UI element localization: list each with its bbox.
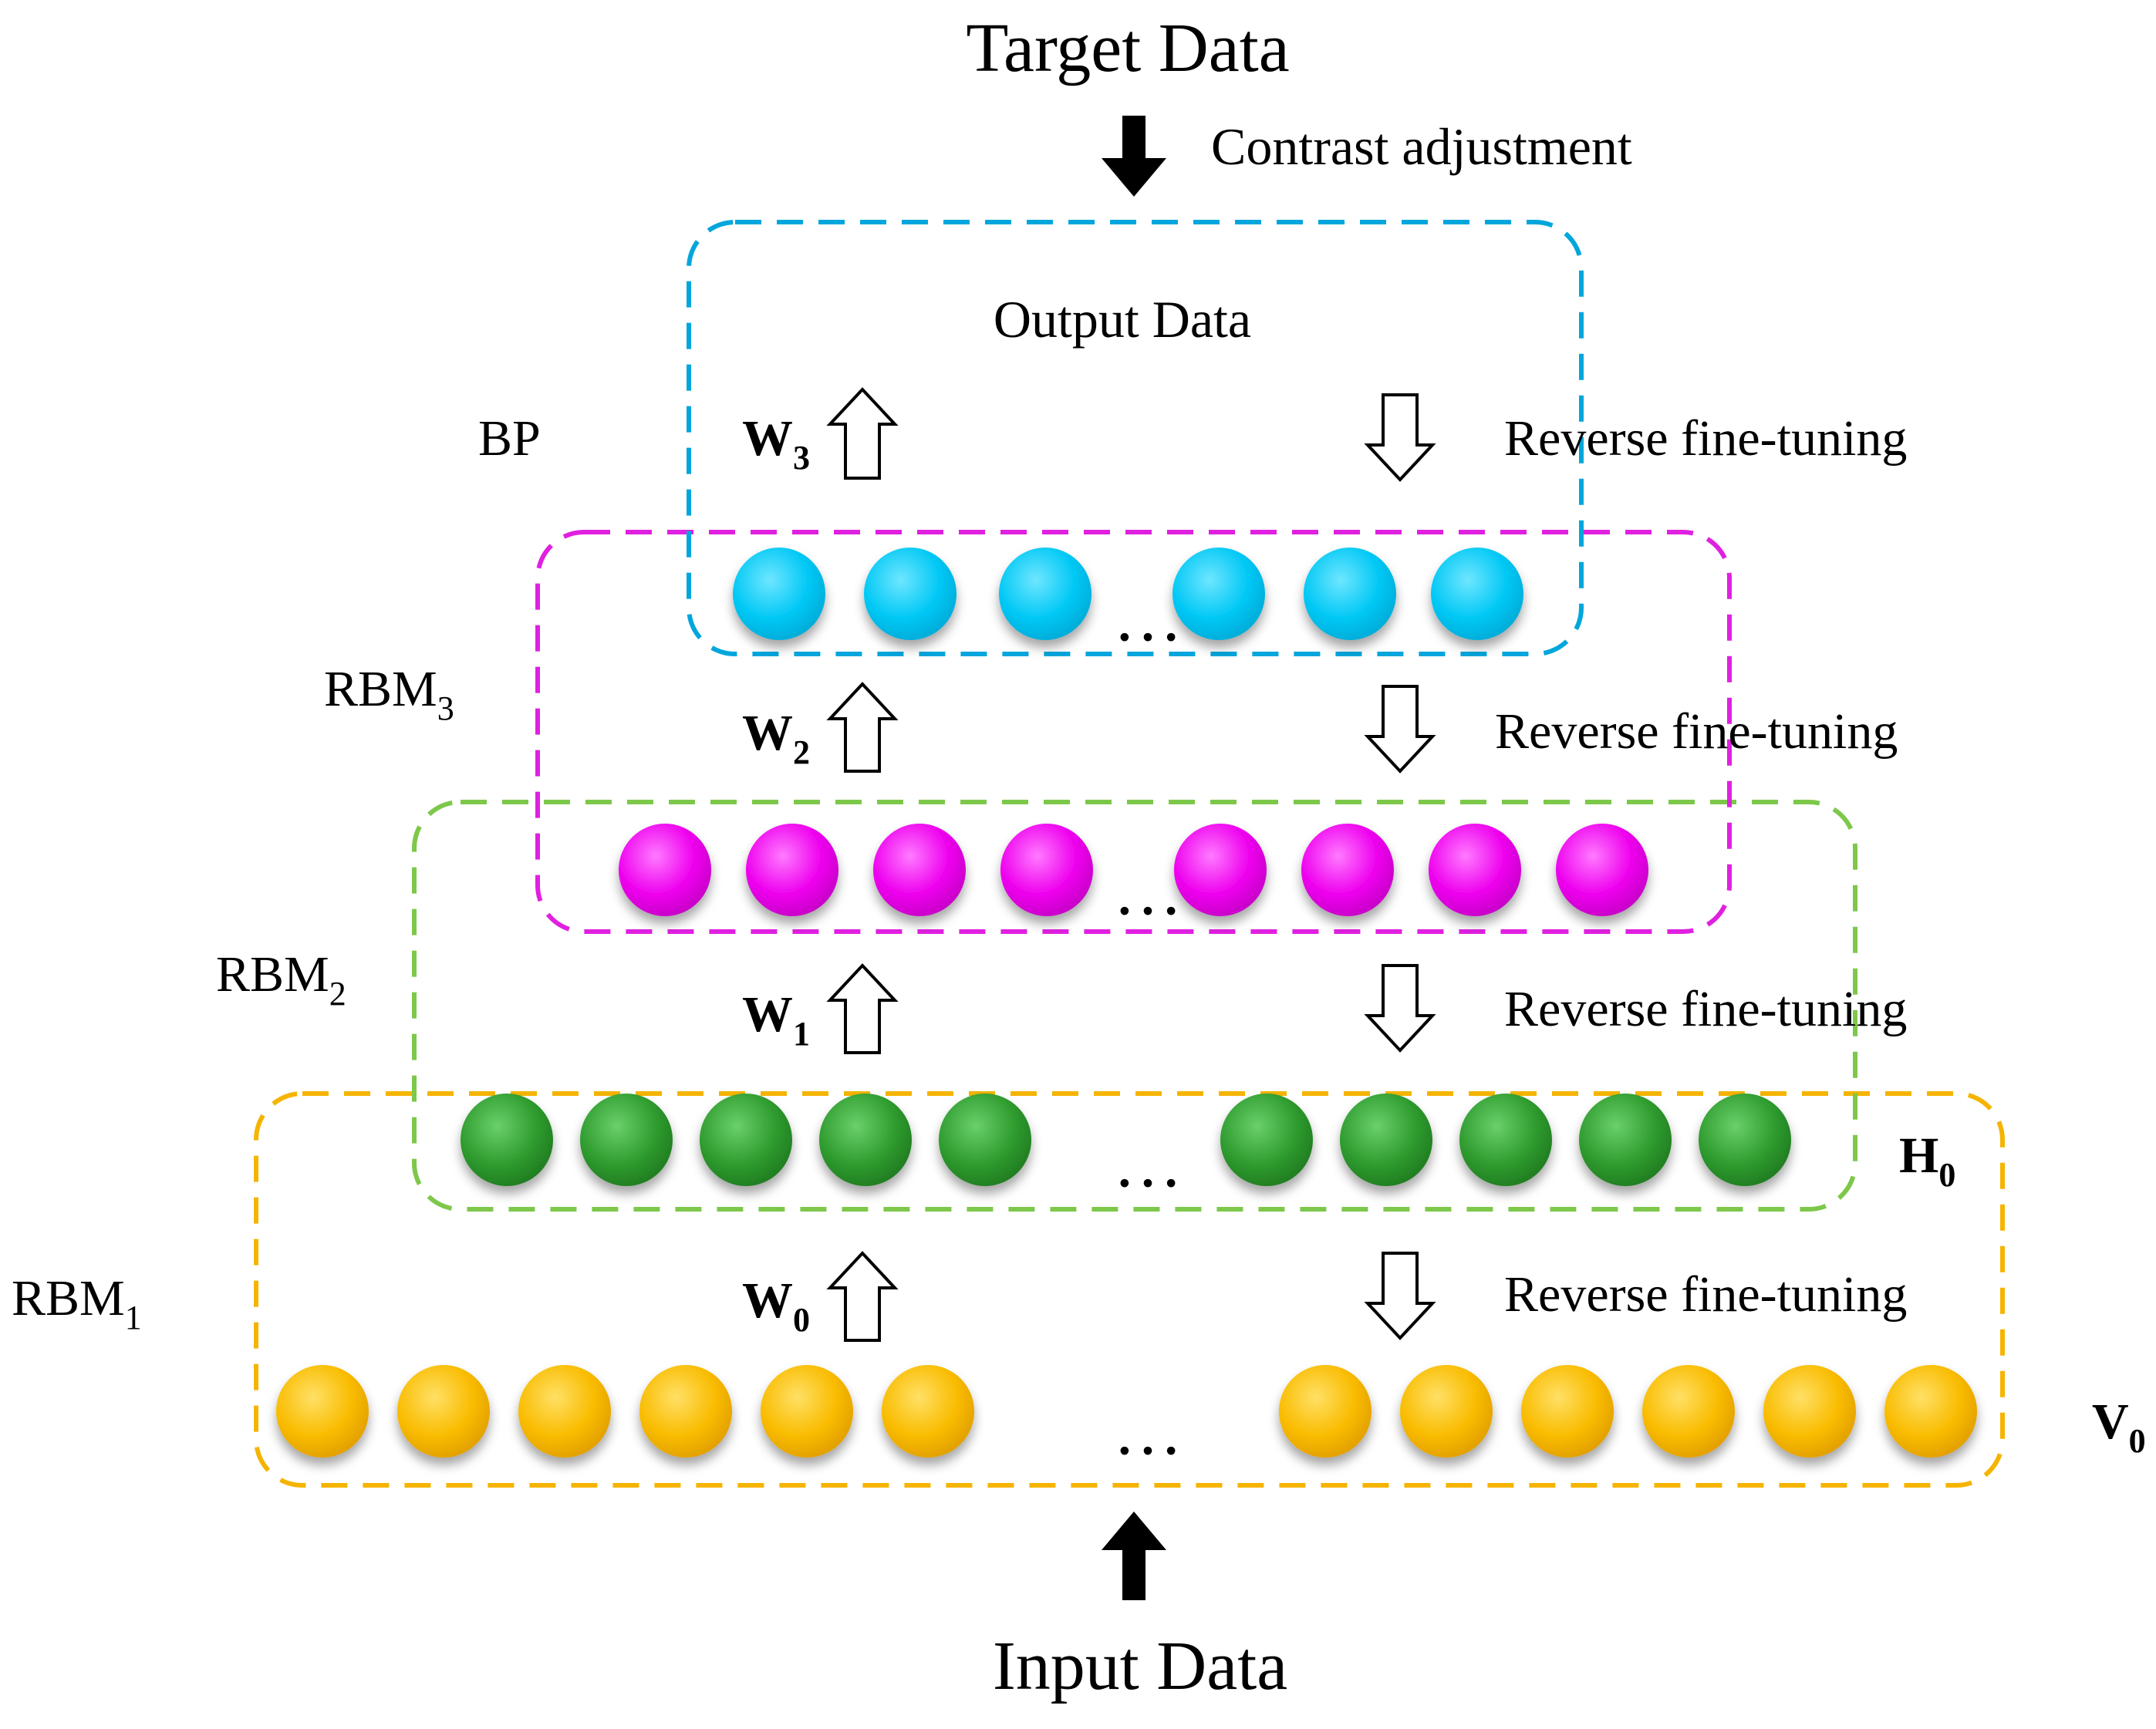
yellow-neuron-node [882, 1365, 974, 1458]
contrast-adjustment-label: Contrast adjustment [1211, 117, 1632, 176]
rbm1-box [254, 1091, 2005, 1488]
green-neuron-node [1340, 1094, 1432, 1186]
hollow-up-arrow-icon [826, 387, 899, 480]
v0-label: V0 [2092, 1394, 2146, 1460]
yellow-neuron-node [1763, 1365, 1856, 1458]
ellipsis-green: … [1113, 1125, 1183, 1202]
cyan-neuron-node [1431, 548, 1523, 640]
ellipsis-cyan: … [1113, 579, 1183, 656]
rbm1-label: RBM1 [12, 1270, 142, 1336]
weight-label-w2: W2 [742, 705, 810, 771]
reverse-fine-tuning-label-1: Reverse fine-tuning [1504, 981, 1907, 1037]
hollow-up-arrow-icon [826, 1251, 899, 1342]
green-neuron-node [700, 1094, 792, 1186]
target-data-label: Target Data [966, 10, 1289, 86]
magenta-neuron-node [1301, 824, 1394, 916]
bp-box [687, 220, 1584, 656]
magenta-neuron-node [619, 824, 711, 916]
hollow-up-arrow-icon [826, 963, 899, 1054]
hollow-down-arrow-icon [1364, 1252, 1436, 1340]
green-node-layer [461, 1094, 1791, 1186]
magenta-neuron-node [873, 824, 966, 916]
magenta-neuron-node [1429, 824, 1521, 916]
cyan-node-layer [733, 548, 1523, 640]
input-data-label: Input Data [993, 1628, 1287, 1704]
hollow-down-arrow-icon [1364, 964, 1436, 1053]
weight-label-w1: W1 [742, 986, 810, 1053]
green-neuron-node [1220, 1094, 1313, 1186]
cyan-neuron-node [733, 548, 825, 640]
hollow-down-arrow-icon [1364, 685, 1436, 774]
reverse-fine-tuning-label-2: Reverse fine-tuning [1495, 703, 1898, 760]
green-neuron-node [819, 1094, 912, 1186]
yellow-node-layer [276, 1365, 1977, 1458]
weight-label-w0: W0 [742, 1272, 810, 1339]
yellow-neuron-node [1400, 1365, 1493, 1458]
green-neuron-node [580, 1094, 673, 1186]
green-neuron-node [939, 1094, 1031, 1186]
yellow-neuron-node [276, 1365, 369, 1458]
bp-label: BP [478, 410, 541, 467]
rbm3-box [535, 530, 1732, 934]
green-neuron-node [1699, 1094, 1791, 1186]
magenta-node-layer [619, 824, 1648, 916]
ellipsis-yellow: … [1113, 1393, 1183, 1469]
yellow-neuron-node [1279, 1365, 1372, 1458]
magenta-neuron-node [1556, 824, 1648, 916]
solid-up-arrow-icon [1102, 1512, 1166, 1600]
cyan-neuron-node [999, 548, 1091, 640]
rbm3-label: RBM3 [324, 661, 454, 727]
cyan-neuron-node [1172, 548, 1265, 640]
cyan-neuron-node [864, 548, 957, 640]
rbm2-box [412, 800, 1857, 1212]
yellow-neuron-node [639, 1365, 732, 1458]
yellow-neuron-node [1521, 1365, 1614, 1458]
magenta-neuron-node [1174, 824, 1267, 916]
reverse-fine-tuning-label-3: Reverse fine-tuning [1504, 410, 1907, 467]
reverse-fine-tuning-label-0: Reverse fine-tuning [1504, 1266, 1907, 1323]
yellow-neuron-node [518, 1365, 611, 1458]
green-neuron-node [461, 1094, 553, 1186]
yellow-neuron-node [397, 1365, 490, 1458]
solid-down-arrow-icon [1102, 116, 1166, 197]
weight-label-w3: W3 [742, 410, 810, 477]
output-data-label: Output Data [994, 290, 1251, 349]
hollow-down-arrow-icon [1364, 393, 1436, 482]
yellow-neuron-node [1642, 1365, 1735, 1458]
ellipsis-magenta: … [1113, 853, 1183, 929]
green-neuron-node [1459, 1094, 1552, 1186]
cyan-neuron-node [1304, 548, 1396, 640]
hollow-up-arrow-icon [826, 682, 899, 773]
h0-label: H0 [1899, 1127, 1955, 1194]
yellow-neuron-node [1884, 1365, 1977, 1458]
yellow-neuron-node [761, 1365, 853, 1458]
magenta-neuron-node [746, 824, 838, 916]
rbm2-label: RBM2 [216, 946, 346, 1013]
green-neuron-node [1579, 1094, 1672, 1186]
magenta-neuron-node [1000, 824, 1093, 916]
